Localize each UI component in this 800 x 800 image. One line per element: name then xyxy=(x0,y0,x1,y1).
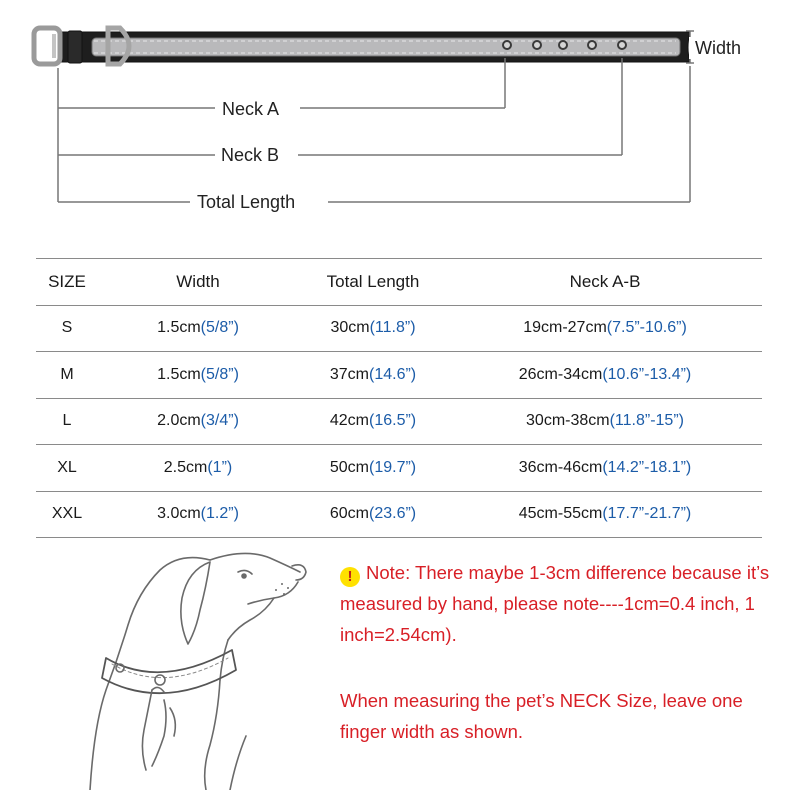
total-length-cell: 60cm(23.6”) xyxy=(298,491,448,538)
total-length-cell: 50cm(19.7”) xyxy=(298,444,448,492)
width-cell: 1.5cm(5/8”) xyxy=(98,351,298,399)
size-cell: XXL xyxy=(36,491,98,538)
width-cm-value: 2.5cm xyxy=(163,458,208,476)
neck-measure-instruction: When measuring the pet’s NECK Size, leav… xyxy=(340,690,743,742)
length-in-value: (11.8”) xyxy=(369,319,416,337)
width-cell: 1.5cm(5/8”) xyxy=(98,305,298,352)
total-length-cell: 42cm(16.5”) xyxy=(298,398,448,445)
neck-in-value: (10.6”-13.4”) xyxy=(602,365,692,383)
warning-icon: ! xyxy=(340,567,360,587)
neck-range-cell: 45cm-55cm(17.7”-21.7”) xyxy=(448,491,762,538)
size-cell: L xyxy=(36,398,98,445)
neck-cm-value: 36cm-46cm xyxy=(518,458,603,476)
neck-in-value: (17.7”-21.7”) xyxy=(602,505,692,523)
dog-collar xyxy=(101,649,237,695)
width-in-value: (5/8”) xyxy=(200,319,239,337)
neck-in-value: (14.2”-18.1”) xyxy=(602,458,692,476)
dog-illustration xyxy=(89,552,307,790)
neck-b-label: Neck B xyxy=(215,144,286,166)
width-cm-value: 2.0cm xyxy=(157,412,201,430)
neck-in-value: (11.8”-15”) xyxy=(609,412,684,430)
width-cm-value: 3.0cm xyxy=(157,505,201,523)
size-value: M xyxy=(60,365,74,383)
length-cm-value: 60cm xyxy=(329,505,369,523)
length-cm-value: 42cm xyxy=(329,412,369,430)
length-in-value: (19.7”) xyxy=(369,458,417,476)
size-value: XL xyxy=(57,458,77,476)
neck-in-value: (7.5”-10.6”) xyxy=(606,319,687,337)
measurement-note: !Note: There maybe 1-3cm difference beca… xyxy=(340,557,780,650)
neck-a-label: Neck A xyxy=(216,98,286,120)
buckle-icon xyxy=(31,25,63,67)
neck-range-cell: 26cm-34cm(10.6”-13.4”) xyxy=(448,351,762,399)
collar-measurement-diagram xyxy=(31,25,694,203)
collar-holes xyxy=(502,40,627,50)
note-text: Note: There maybe 1-3cm difference becau… xyxy=(340,562,770,645)
neck-cm-value: 19cm-27cm xyxy=(523,319,607,337)
width-cell: 2.5cm(1”) xyxy=(98,444,298,492)
neck-range-cell: 19cm-27cm(7.5”-10.6”) xyxy=(448,305,762,352)
header-size: SIZE xyxy=(36,258,98,306)
width-in-value: (3/4”) xyxy=(200,412,239,430)
width-in-value: (5/8”) xyxy=(200,365,239,383)
size-value: L xyxy=(62,412,72,430)
size-value: XXL xyxy=(51,505,83,523)
header-total-length: Total Length xyxy=(298,258,448,306)
header-neck-range: Neck A-B xyxy=(448,258,762,306)
length-cm-value: 50cm xyxy=(329,458,369,476)
header-width: Width xyxy=(98,258,298,306)
width-cell: 3.0cm(1.2”) xyxy=(98,491,298,538)
neck-cm-value: 26cm-34cm xyxy=(518,365,603,383)
neck-range-cell: 30cm-38cm(11.8”-15”) xyxy=(448,398,762,445)
neck-range-cell: 36cm-46cm(14.2”-18.1”) xyxy=(448,444,762,492)
width-cell: 2.0cm(3/4”) xyxy=(98,398,298,445)
width-in-value: (1.2”) xyxy=(200,505,239,523)
length-cm-value: 37cm xyxy=(329,365,369,383)
length-in-value: (14.6”) xyxy=(369,365,417,383)
size-value: S xyxy=(61,319,73,337)
d-ring-icon xyxy=(105,25,132,67)
width-cm-value: 1.5cm xyxy=(157,365,201,383)
width-cm-value: 1.5cm xyxy=(157,319,201,337)
length-in-value: (23.6”) xyxy=(369,505,417,523)
size-cell: XL xyxy=(36,444,98,492)
total-length-cell: 30cm(11.8”) xyxy=(298,305,448,352)
length-cm-value: 30cm xyxy=(330,319,370,337)
total-length-label: Total Length xyxy=(191,191,302,213)
width-label: Width xyxy=(689,37,748,59)
neck-cm-value: 45cm-55cm xyxy=(518,505,603,523)
size-cell: M xyxy=(36,351,98,399)
total-length-cell: 37cm(14.6”) xyxy=(298,351,448,399)
size-cell: S xyxy=(36,305,98,352)
length-in-value: (16.5”) xyxy=(369,412,417,430)
width-in-value: (1”) xyxy=(207,458,233,476)
neck-cm-value: 30cm-38cm xyxy=(526,412,610,430)
table-header-row: SIZE Width Total Length Neck A-B xyxy=(36,258,762,306)
